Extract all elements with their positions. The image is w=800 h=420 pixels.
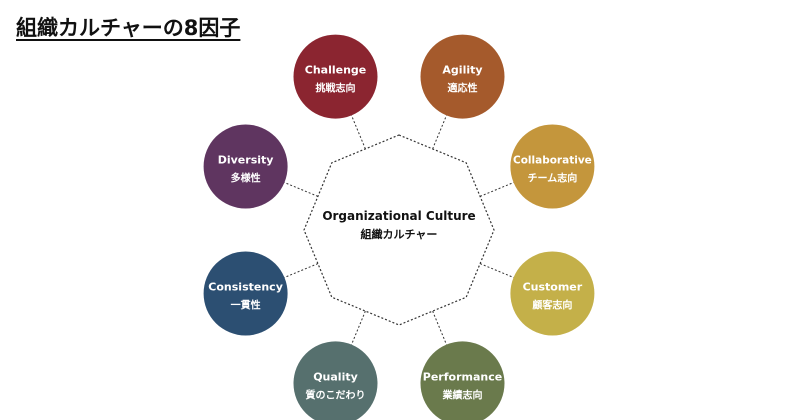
center-label-en: Organizational Culture bbox=[322, 209, 475, 223]
factor-label-ja: 質のこだわり bbox=[306, 388, 366, 401]
factor-circle bbox=[510, 124, 595, 209]
factor-circle bbox=[510, 251, 595, 336]
factor-label-ja: 業績志向 bbox=[442, 388, 483, 401]
factor-label-en: Customer bbox=[523, 281, 583, 294]
page-title: 組織カルチャーの8因子 bbox=[16, 16, 241, 40]
factor-circle bbox=[293, 341, 378, 420]
connector-line bbox=[432, 310, 447, 345]
factor-circle bbox=[420, 341, 505, 420]
center-label-ja: 組織カルチャー bbox=[361, 227, 438, 241]
factor-quality: Quality 質のこだわり bbox=[293, 341, 378, 420]
factor-circle bbox=[420, 34, 505, 119]
connector-line bbox=[284, 263, 319, 278]
factor-collaborative: Collaborative チーム志向 bbox=[510, 124, 595, 209]
factor-label-ja: 一貫性 bbox=[231, 299, 261, 312]
factor-label-ja: 顧客志向 bbox=[532, 299, 572, 312]
factor-circle bbox=[203, 124, 288, 209]
factor-diversity: Diversity 多様性 bbox=[203, 124, 288, 209]
factor-circle bbox=[293, 34, 378, 119]
factor-challenge: Challenge 挑戦志向 bbox=[293, 34, 378, 119]
factor-customer: Customer 顧客志向 bbox=[510, 251, 595, 336]
connector-line bbox=[351, 310, 366, 345]
factor-label-ja: 挑戦志向 bbox=[316, 82, 356, 95]
factor-label-en: Challenge bbox=[305, 64, 367, 77]
factor-label-en: Collaborative bbox=[513, 155, 592, 167]
factor-performance: Performance 業績志向 bbox=[420, 341, 505, 420]
connector-line bbox=[479, 263, 514, 278]
factor-label-en: Performance bbox=[423, 370, 502, 383]
factor-circles: Challenge 挑戦志向 Agility 適応性 Collaborative チーム志… bbox=[203, 34, 595, 420]
connector-line bbox=[479, 182, 514, 197]
factor-circle bbox=[203, 251, 288, 336]
factor-label-ja: 多様性 bbox=[231, 172, 261, 185]
connector-line bbox=[284, 182, 319, 197]
factor-label-en: Agility bbox=[442, 64, 482, 77]
connector-line bbox=[432, 115, 447, 150]
factor-label-en: Consistency bbox=[208, 281, 283, 294]
factor-agility: Agility 適応性 bbox=[420, 34, 505, 119]
factor-label-ja: 適応性 bbox=[448, 82, 478, 95]
factor-label-en: Quality bbox=[313, 370, 358, 383]
factor-consistency: Consistency 一貫性 bbox=[203, 251, 288, 336]
center-octagon bbox=[303, 134, 495, 326]
connector-line bbox=[351, 115, 366, 150]
factor-label-ja: チーム志向 bbox=[528, 172, 578, 185]
factor-label-en: Diversity bbox=[218, 154, 274, 167]
